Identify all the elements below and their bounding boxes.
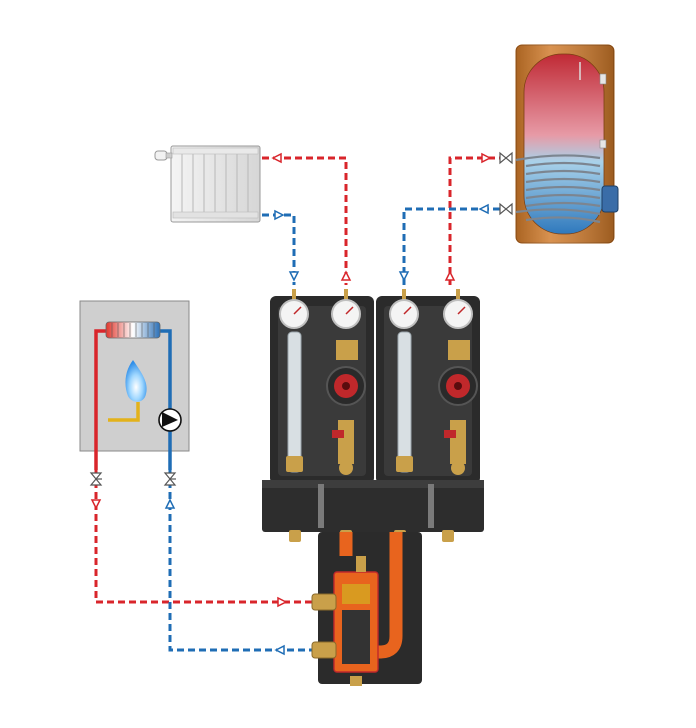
boiler-return-pipe (168, 470, 312, 652)
boiler-flow-pipe (94, 470, 312, 604)
thermometer-gauge-icon (443, 289, 473, 329)
heating-coil-icon (515, 154, 601, 224)
heat-exchanger-icon (105, 321, 161, 339)
arrow-icon (481, 152, 492, 164)
thermometer-gauge-icon (331, 289, 361, 329)
pump-station-left (270, 289, 374, 484)
valve-icon (89, 472, 103, 486)
pipework (94, 156, 505, 652)
arrow-icon (288, 271, 300, 282)
hot-water-cylinder-icon (515, 44, 619, 244)
arrow-icon (274, 209, 285, 221)
pump-icon (158, 408, 182, 432)
arrow-icon (340, 270, 352, 281)
thermometer-gauge-icon (279, 289, 309, 329)
pipe-connector-icon (311, 593, 337, 611)
thermostatic-valve-icon (154, 150, 173, 161)
arrow-icon (444, 270, 456, 281)
arrow-icon (274, 644, 285, 656)
pump-station-right (376, 289, 480, 484)
gas-boiler-icon (79, 300, 190, 470)
arrow-icon (271, 152, 282, 164)
thermometer-gauge-icon (389, 289, 419, 329)
flame-icon (125, 360, 147, 402)
arrow-icon (277, 596, 288, 608)
radiator-icon (154, 145, 261, 223)
valve-icon (499, 202, 513, 216)
valve-icon (163, 472, 177, 486)
valves (89, 151, 513, 486)
tank-flow-pipe (448, 156, 505, 285)
boiler-internal-hot (94, 329, 108, 470)
flow-arrows (90, 152, 492, 656)
arrow-icon (398, 271, 410, 282)
arrow-icon (164, 498, 176, 509)
distribution-manifold-icon (262, 480, 484, 542)
radiator-flow-pipe (262, 156, 348, 285)
circulating-pump-icon (438, 340, 478, 406)
gas-pipe-icon (108, 402, 140, 422)
arrow-icon (478, 203, 489, 215)
tank-return-pipe (402, 207, 505, 285)
radiator-return-pipe (262, 213, 296, 285)
circulating-pump-icon (326, 340, 366, 406)
pipe-connector-icon (311, 641, 337, 659)
low-loss-header-icon (311, 532, 422, 686)
arrow-icon (90, 499, 102, 510)
valve-icon (499, 151, 513, 165)
